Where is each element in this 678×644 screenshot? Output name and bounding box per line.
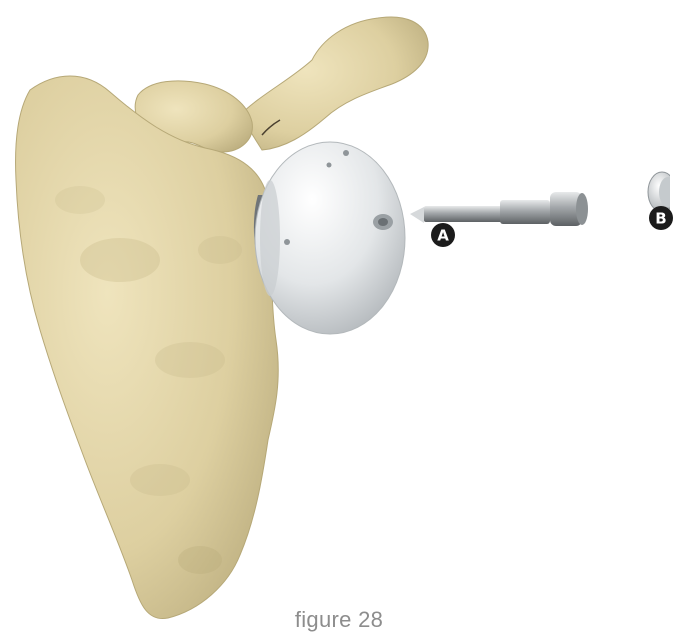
glenosphere-implant: [255, 142, 405, 334]
label-b: B: [655, 210, 666, 228]
screw-implant: [410, 192, 588, 226]
figure-caption: figure 28: [0, 607, 678, 633]
locking-cap: [648, 172, 678, 212]
label-a: A: [437, 227, 449, 245]
label-b-marker: B: [649, 206, 673, 230]
label-a-marker: A: [431, 223, 455, 247]
